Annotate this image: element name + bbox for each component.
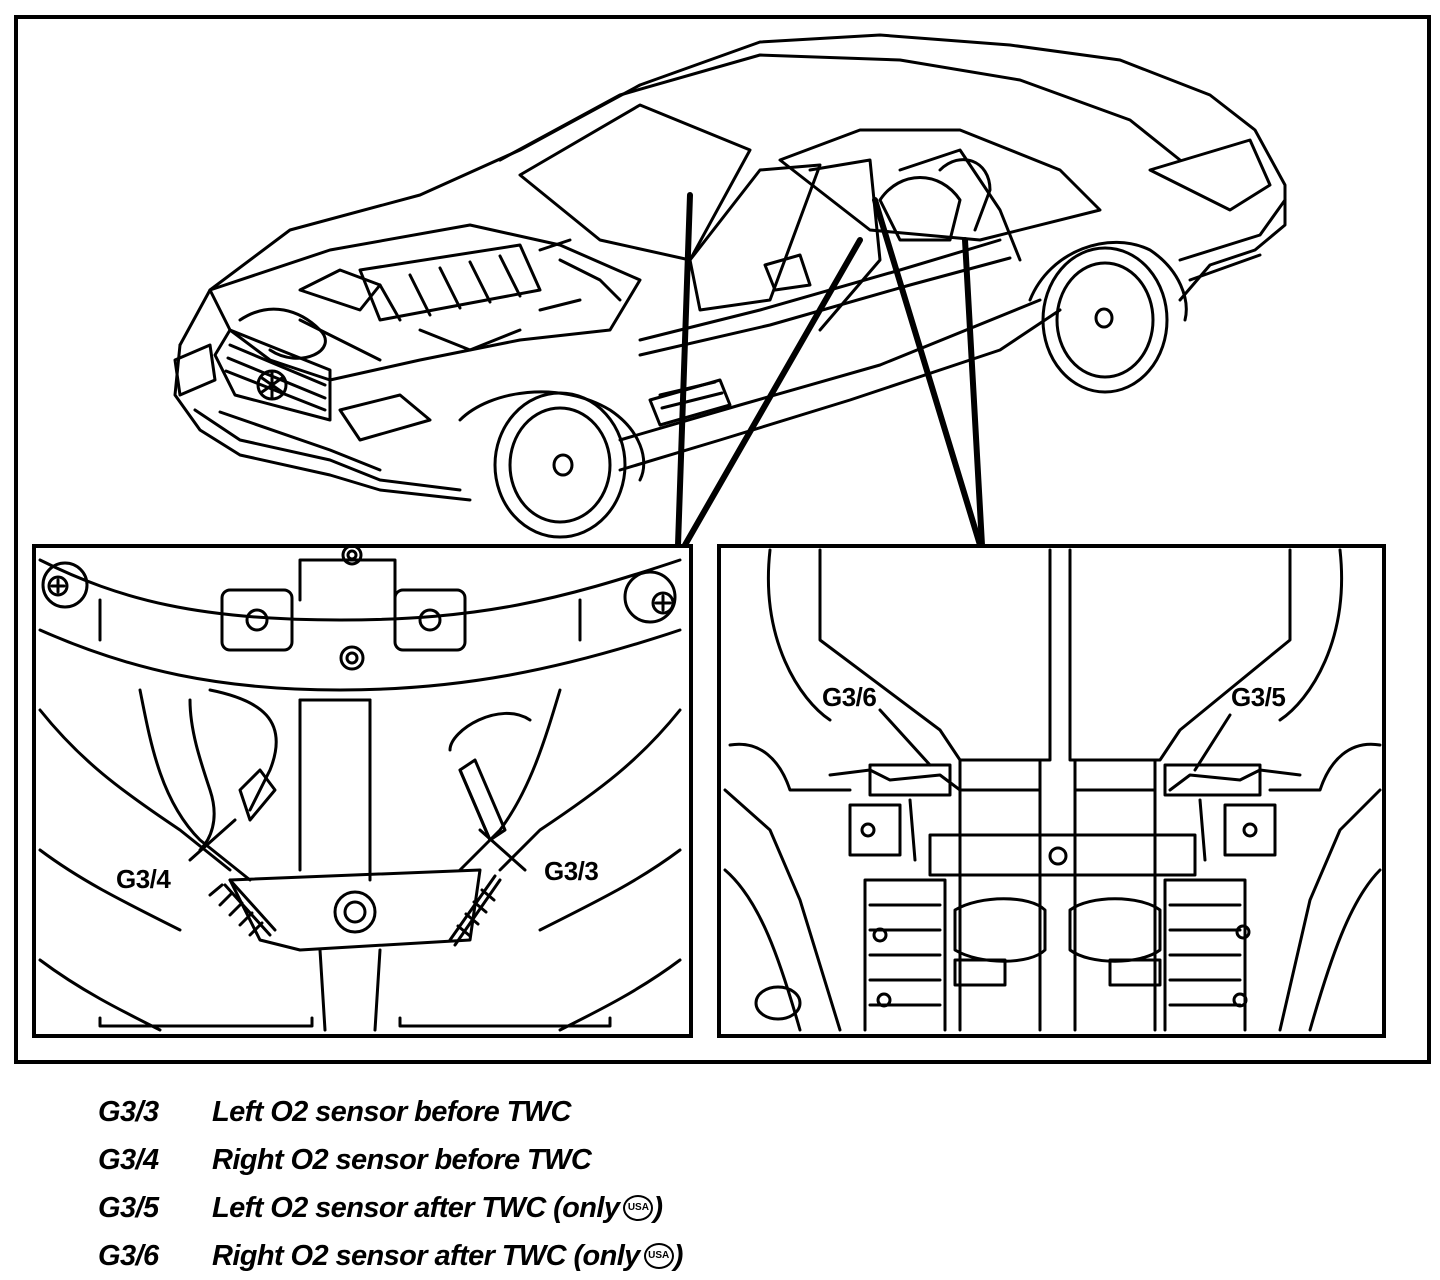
legend-code: G3/5 [98,1191,159,1224]
car-illustration [173,33,1287,539]
left-inset [32,544,693,1038]
legend-code: G3/3 [98,1095,159,1128]
legend-description: Right O2 sensor after TWC (only [212,1239,640,1272]
legend-row: G3/5 Left O2 sensor after TWC (only USA … [98,1184,998,1232]
callout-g3-6: G3/6 [822,682,877,712]
legend-description: Right O2 sensor before TWC [212,1143,592,1176]
callout-g3-4: G3/4 [116,864,171,894]
legend-row: G3/6 Right O2 sensor after TWC (only USA… [98,1232,998,1280]
legend: G3/3 Left O2 sensor before TWC G3/4 Righ… [98,1088,998,1280]
legend-description: Left O2 sensor before TWC [212,1095,571,1128]
legend-code: G3/6 [98,1239,159,1272]
o2-sensor-location-diagram [14,15,1431,1064]
legend-row: G3/3 Left O2 sensor before TWC [98,1088,998,1136]
legend-row: G3/4 Right O2 sensor before TWC [98,1136,998,1184]
usa-badge-icon: USA [643,1243,674,1269]
right-inset [717,544,1386,1038]
usa-badge-icon: USA [623,1195,654,1221]
callout-g3-5: G3/5 [1231,682,1286,712]
callout-g3-3: G3/3 [544,856,599,886]
figure-border [14,15,1431,1064]
legend-close-paren: ) [673,1239,684,1272]
legend-code: G3/4 [98,1143,159,1176]
pointer-lines [675,192,985,548]
legend-description: Left O2 sensor after TWC (only [212,1191,620,1224]
legend-close-paren: ) [653,1191,663,1224]
